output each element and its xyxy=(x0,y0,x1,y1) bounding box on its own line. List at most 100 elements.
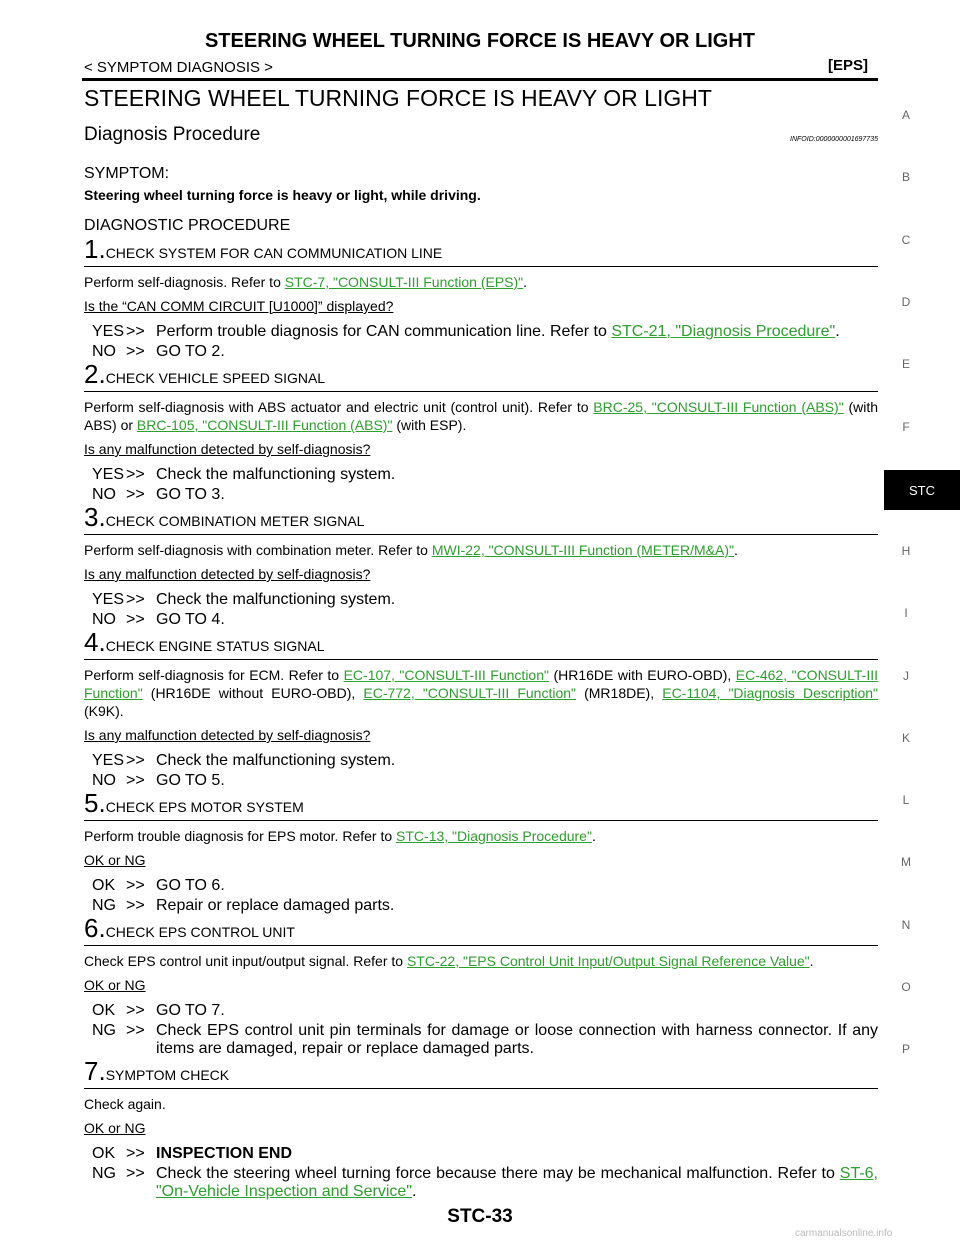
answer-row: YES>>Perform trouble diagnosis for CAN c… xyxy=(92,323,878,341)
answer-text: GO TO 5. xyxy=(156,772,225,789)
body-text: Perform self-diagnosis with combination … xyxy=(84,542,432,558)
header-section: < SYMPTOM DIAGNOSIS > xyxy=(84,59,273,76)
index-letter-l[interactable]: L xyxy=(902,793,910,807)
step-2-header: 2.CHECK VEHICLE SPEED SIGNAL xyxy=(84,361,878,392)
arrow: >> xyxy=(126,877,145,894)
index-letter-i[interactable]: I xyxy=(904,606,908,620)
body-text: . xyxy=(809,953,814,969)
ref-link[interactable]: STC-7, "CONSULT-III Function (EPS)" xyxy=(284,274,524,290)
ref-link[interactable]: EC-107, "CONSULT-III Function" xyxy=(343,667,549,683)
arrow: >> xyxy=(126,1002,145,1019)
ref-link[interactable]: STC-22, "EPS Control Unit Input/Output S… xyxy=(406,953,810,969)
ref-link[interactable]: BRC-105, "CONSULT-III Function (ABS)" xyxy=(136,417,393,433)
step-title: CHECK VEHICLE SPEED SIGNAL xyxy=(105,370,326,386)
ref-link[interactable]: BRC-25, "CONSULT-III Function (ABS)" xyxy=(593,399,844,415)
answer-text: GO TO 2. xyxy=(156,343,225,360)
step-number: 4. xyxy=(84,627,106,657)
answer-text: Check the malfunctioning system. xyxy=(156,466,396,483)
answer-row: NO>>GO TO 4. xyxy=(92,611,878,629)
answer-key: NO xyxy=(92,343,116,360)
body-text: (with ABS) or xyxy=(84,399,878,433)
symptom-description: Steering wheel turning force is heavy or… xyxy=(84,187,481,203)
arrow: >> xyxy=(126,1022,145,1039)
arrow: >> xyxy=(126,897,145,914)
answer-row: NO>>GO TO 3. xyxy=(92,486,878,504)
step-7-header: 7.SYMPTOM CHECK xyxy=(84,1058,878,1089)
ref-link[interactable]: EC-1104, "Diagnosis Description" xyxy=(662,685,878,701)
step-number: 6. xyxy=(84,913,106,943)
step-title: CHECK EPS MOTOR SYSTEM xyxy=(105,799,304,815)
answer-row: NG>>Check the steering wheel turning for… xyxy=(92,1165,878,1201)
step-number: 5. xyxy=(84,788,106,818)
index-letter-n[interactable]: N xyxy=(901,918,911,932)
ref-link[interactable]: ST-6, "On-Vehicle Inspection and Service… xyxy=(156,1165,878,1200)
index-letter-j[interactable]: J xyxy=(903,669,909,683)
step-1-header: 1.CHECK SYSTEM FOR CAN COMMUNICATION LIN… xyxy=(84,236,878,267)
answer-key: NO xyxy=(92,772,116,789)
step-title: CHECK SYSTEM FOR CAN COMMUNICATION LINE xyxy=(105,245,443,261)
index-letter-c[interactable]: C xyxy=(901,233,911,247)
answer-row: YES>>Check the malfunctioning system. xyxy=(92,466,878,484)
index-letter-b[interactable]: B xyxy=(901,170,910,184)
index-tab-stc[interactable]: STC xyxy=(884,470,960,510)
index-letter-h[interactable]: H xyxy=(901,544,911,558)
answer-key: OK xyxy=(92,877,116,894)
step-title: CHECK EPS CONTROL UNIT xyxy=(105,924,295,940)
answer-text: Check the malfunctioning system. xyxy=(156,752,396,769)
index-letter-e[interactable]: E xyxy=(901,357,910,371)
answer-row: OK>>GO TO 7. xyxy=(92,1002,878,1020)
index-letter-p[interactable]: P xyxy=(901,1042,910,1056)
answer-text: GO TO 6. xyxy=(156,877,225,894)
arrow: >> xyxy=(126,611,145,628)
symptom-label: SYMPTOM: xyxy=(84,165,170,182)
answer-row: YES>>Check the malfunctioning system. xyxy=(92,591,878,609)
arrow: >> xyxy=(126,1145,145,1162)
index-letter-m[interactable]: M xyxy=(901,855,911,869)
ref-link[interactable]: STC-13, "Diagnosis Procedure" xyxy=(396,828,592,844)
answer-key: YES xyxy=(92,752,125,769)
answer-key: YES xyxy=(92,591,125,608)
step-title: SYMPTOM CHECK xyxy=(105,1067,230,1083)
answer-row: YES>> Check the malfunctioning system. xyxy=(92,752,878,770)
watermark: carmanualsonline.info xyxy=(795,1228,893,1239)
body-text: . xyxy=(835,323,840,340)
answer-text: Check the malfunctioning system. xyxy=(156,591,396,608)
index-letter-f[interactable]: F xyxy=(902,420,910,434)
body-text: Check EPS control unit input/output sign… xyxy=(84,953,407,969)
body-text: (K9K). xyxy=(84,703,124,719)
answer-key: NG xyxy=(92,1165,116,1182)
step-title: CHECK COMBINATION METER SIGNAL xyxy=(105,513,365,529)
arrow: >> xyxy=(126,752,145,769)
step-4-question: Is any malfunction detected by self-diag… xyxy=(84,727,371,743)
arrow: >> xyxy=(126,466,145,483)
answer-row: NO>>GO TO 2. xyxy=(92,343,878,361)
index-letter-d[interactable]: D xyxy=(901,295,911,309)
ref-link[interactable]: EC-772, "CONSULT-III Function" xyxy=(363,685,576,701)
info-id: INFOID:0000000001697735 xyxy=(790,136,878,143)
body-text: . xyxy=(411,1183,417,1200)
ref-link[interactable]: EC-462, "CONSULT-III Function" xyxy=(84,667,878,701)
index-letter-o[interactable]: O xyxy=(901,980,911,994)
step-6-question: OK or NG xyxy=(84,977,146,993)
step-number: 2. xyxy=(84,359,106,389)
ref-link[interactable]: STC-21, "Diagnosis Procedure" xyxy=(611,323,836,340)
index-letter-k[interactable]: K xyxy=(901,731,910,745)
answer-row: NG>>Repair or replace damaged parts. xyxy=(92,897,878,915)
answer-key: YES xyxy=(92,323,125,340)
step-title: CHECK ENGINE STATUS SIGNAL xyxy=(105,638,325,654)
ref-link[interactable]: MWI-22, "CONSULT-III Function (METER/M&A… xyxy=(431,542,734,558)
answer-text: Perform trouble diagnosis for CAN commun… xyxy=(156,323,878,341)
body-text: Check the steering wheel turning force b… xyxy=(156,1165,840,1182)
section-heading: Diagnosis Procedure INFOID:0000000001697… xyxy=(84,124,878,148)
body-text: Perform trouble diagnosis for CAN commun… xyxy=(156,323,612,340)
section-title: Diagnosis Procedure xyxy=(84,124,261,145)
body-text: Perform trouble diagnosis for EPS motor.… xyxy=(84,828,397,844)
answer-text: Check the steering wheel turning force b… xyxy=(156,1165,878,1201)
step-4-header: 4.CHECK ENGINE STATUS SIGNAL xyxy=(84,629,878,660)
index-letter-a[interactable]: A xyxy=(901,108,910,122)
step-7-body: Check again. xyxy=(84,1096,166,1112)
answer-text: GO TO 7. xyxy=(156,1002,225,1019)
step-5-body: Perform trouble diagnosis for EPS motor.… xyxy=(84,827,878,845)
step-3-body: Perform self-diagnosis with combination … xyxy=(84,541,878,559)
answer-row: OK >> GO TO 6. xyxy=(92,877,878,895)
